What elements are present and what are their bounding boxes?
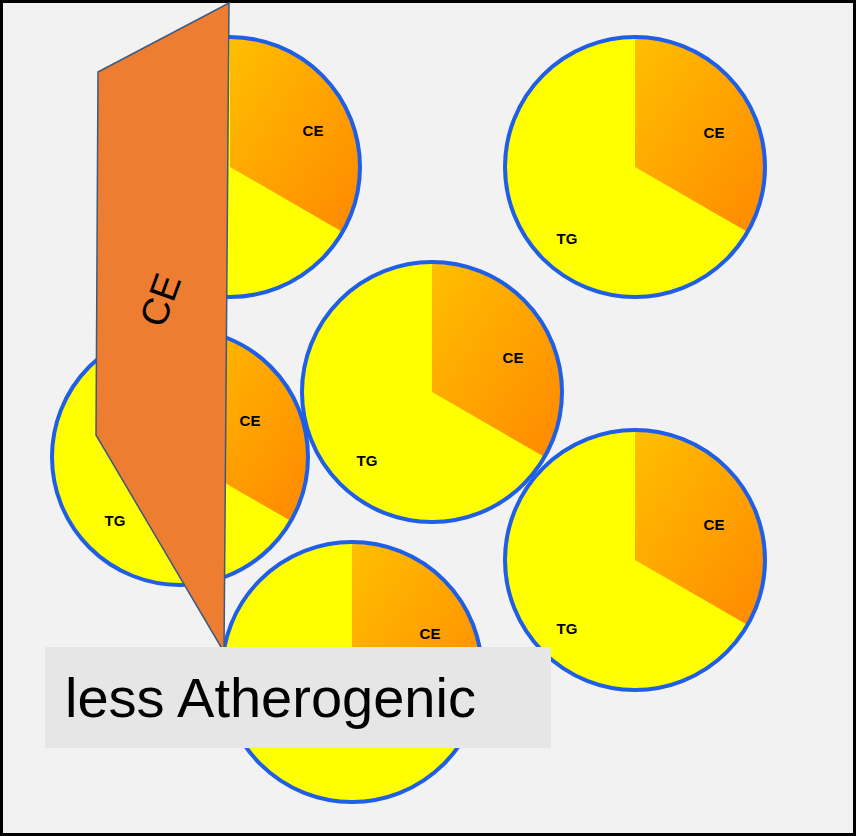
circle-outline — [302, 262, 562, 522]
segment-label: CE — [704, 517, 725, 532]
ce-band: CE — [90, 0, 235, 660]
pie-chart — [501, 33, 769, 301]
ce-segment — [230, 37, 360, 232]
pie-chart — [298, 258, 566, 526]
tg-segment — [302, 262, 562, 522]
segment-label: TG — [557, 231, 578, 246]
segment-label: CE — [240, 413, 261, 428]
tg-segment — [505, 37, 765, 297]
segment-label: TG — [357, 453, 378, 468]
lipoprotein-circle: CE TG — [298, 258, 566, 526]
ce-segment — [432, 262, 562, 457]
lipoprotein-circle: CE TG — [501, 33, 769, 301]
segment-label: TG — [105, 513, 126, 528]
band-shape — [90, 0, 235, 660]
segment-label: CE — [303, 123, 324, 138]
segment-label: CE — [704, 125, 725, 140]
circle-outline — [52, 329, 308, 585]
circle-outline — [505, 37, 765, 297]
caption-box: less Atherogenic — [45, 647, 551, 748]
ce-segment — [180, 329, 308, 521]
tg-segment — [52, 329, 308, 585]
ce-segment — [635, 37, 765, 232]
caption-text: less Atherogenic — [65, 664, 551, 731]
segment-label: CE — [420, 626, 441, 641]
segment-label: CE — [503, 350, 524, 365]
ce-segment — [635, 430, 765, 625]
segment-label: TG — [557, 621, 578, 636]
